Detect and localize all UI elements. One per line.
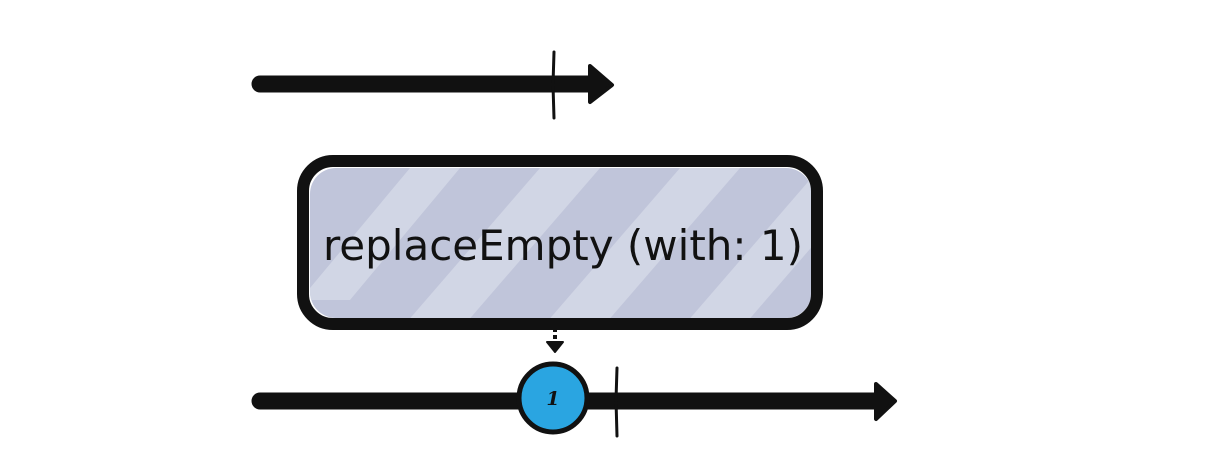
input-completion-marker [551,50,556,120]
operator-box: replaceEmpty (with: 1) [297,155,823,330]
operator-output-connector [546,328,564,353]
input-timeline-arrow-icon [588,64,614,104]
output-timeline-arrow-icon [874,382,897,421]
output-timeline: 1 [251,361,897,438]
operator-label: replaceEmpty (with: 1) [323,221,803,270]
output-marble: 1 [516,361,590,435]
output-marble-circle [516,361,590,435]
output-completion-marker [614,366,619,438]
input-timeline [251,50,614,120]
output-marble-label: 1 [546,388,559,410]
operator-box-border [297,155,823,330]
connector-arrow-icon [546,341,564,353]
operator-box-stripes [310,168,812,318]
